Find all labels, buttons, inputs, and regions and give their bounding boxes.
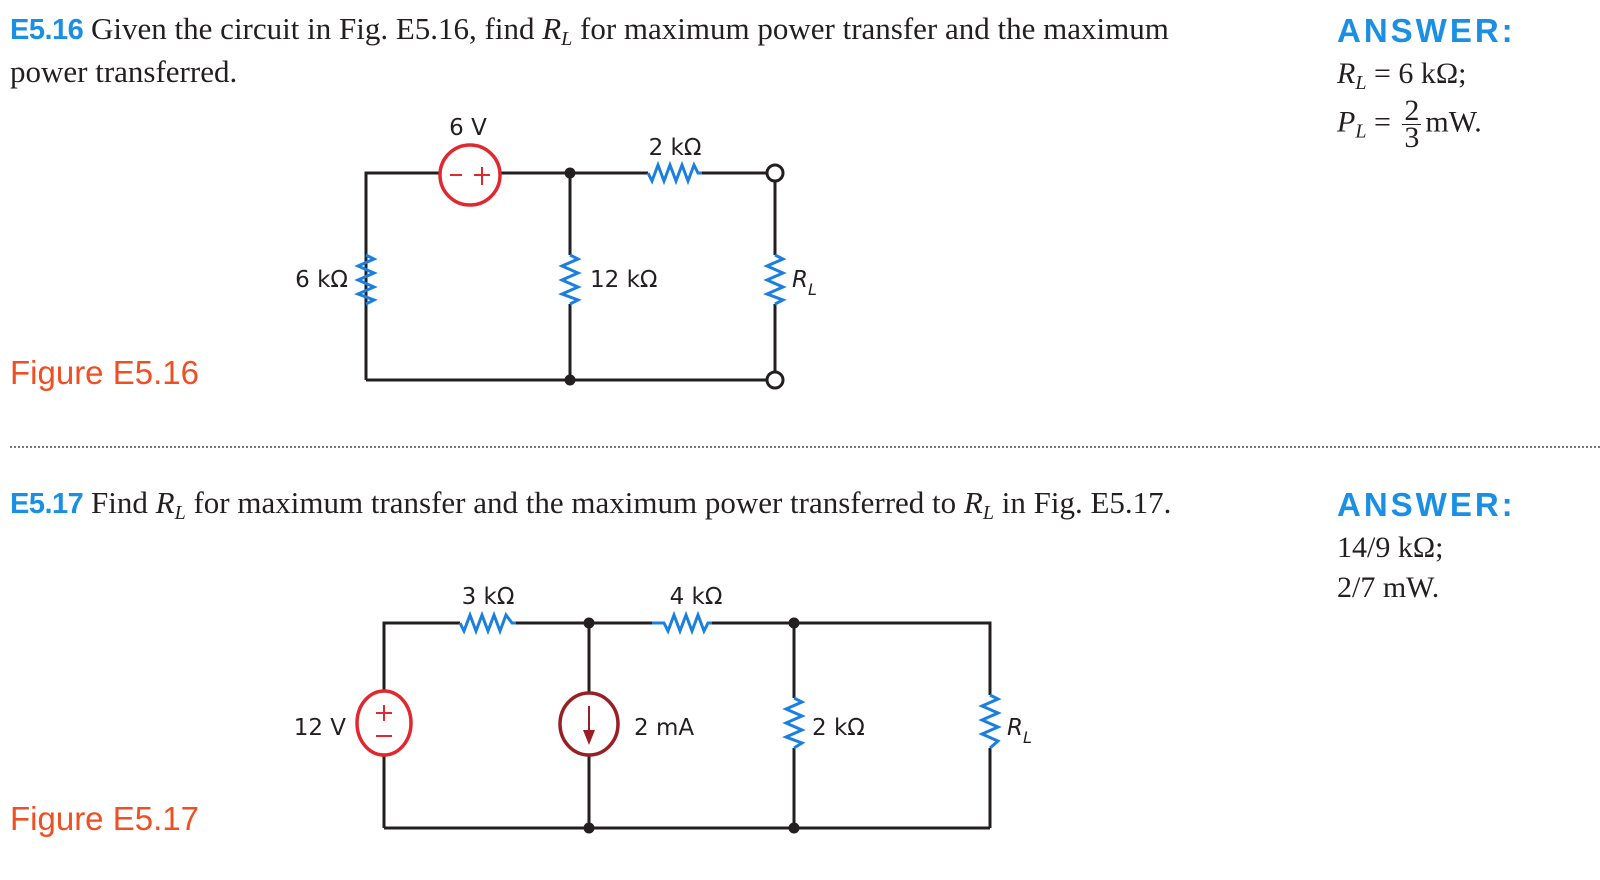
- label-rl: RL: [1007, 715, 1032, 747]
- answer-rl: 14/9 kΩ;: [1337, 531, 1444, 564]
- circuit-e5-17: 3 kΩ 4 kΩ 12 V 2 mA 2 kΩ RL: [294, 584, 1032, 834]
- statement-text: Find: [83, 485, 156, 520]
- answer-var-sub: L: [1355, 120, 1367, 143]
- rl-sub: L: [808, 280, 817, 299]
- node-dot: [564, 374, 576, 386]
- answer-heading: ANSWER:: [1337, 12, 1516, 49]
- answer-var: P: [1337, 105, 1356, 139]
- label-2k: 2 kΩ: [812, 715, 865, 741]
- label-12k: 12 kΩ: [590, 267, 657, 293]
- rl-var: R: [792, 267, 808, 293]
- answer-value: = 6 kΩ;: [1366, 57, 1467, 90]
- answer-eq: =: [1366, 105, 1399, 139]
- label-rl: RL: [792, 267, 817, 299]
- label-6v: 6 V: [449, 115, 487, 141]
- circuit-e5-16: 6 V 2 kΩ 6 kΩ 12 kΩ RL: [295, 115, 817, 390]
- node-dot: [583, 617, 595, 629]
- statement-text: for maximum transfer and the maximum pow…: [185, 485, 964, 520]
- label-4k: 4 kΩ: [670, 584, 723, 610]
- figure-label-e5-17: Figure E5.17: [10, 800, 199, 837]
- answer-unit: mW.: [1425, 105, 1482, 139]
- label-6k: 6 kΩ: [295, 267, 348, 293]
- wires: [382, 621, 992, 830]
- label-3k: 3 kΩ: [462, 584, 515, 610]
- problem-number: E5.17: [10, 488, 84, 520]
- problem-number: E5.16: [10, 14, 84, 46]
- voltage-source-6v: [438, 143, 502, 207]
- label-12v: 12 V: [294, 715, 347, 741]
- variable-r: R: [963, 485, 983, 520]
- node-dot: [583, 822, 595, 834]
- statement-text: in Fig. E5.17.: [993, 485, 1172, 520]
- variable-r: R: [542, 11, 562, 46]
- resistor-rl: [978, 693, 1002, 750]
- answer-heading: ANSWER:: [1337, 486, 1516, 523]
- answer-var-sub: L: [1355, 72, 1367, 94]
- arrow-down-icon: [583, 730, 595, 745]
- answer-var: R: [1337, 57, 1356, 90]
- resistor-2k: [782, 696, 806, 750]
- resistor-rl: [763, 253, 787, 306]
- label-2ma: 2 mA: [634, 715, 694, 741]
- variable-r: R: [155, 485, 175, 520]
- terminal-top[interactable]: [765, 163, 785, 183]
- section-divider: [10, 446, 1600, 448]
- statement-text: for maximum power transfer and the maxim…: [572, 11, 1169, 46]
- voltage-source-12v: [355, 689, 413, 757]
- resistor-4k: [652, 610, 712, 636]
- resistor-3k: [458, 610, 516, 636]
- figure-label-e5-16: Figure E5.16: [10, 354, 199, 391]
- variable-subscript: L: [174, 502, 186, 524]
- node-dot: [788, 617, 800, 629]
- rl-sub: L: [1023, 728, 1032, 747]
- statement-text: Given the circuit in Fig. E5.16, find: [83, 11, 543, 46]
- variable-subscript: L: [982, 502, 994, 524]
- resistor-6k: [354, 253, 378, 306]
- node-dot: [788, 822, 800, 834]
- problem-e5-16-statement: E5.16 Given the circuit in Fig. E5.16, f…: [10, 8, 1290, 93]
- resistor-12k: [558, 253, 582, 306]
- fraction-numerator: 2: [1402, 94, 1422, 127]
- variable-subscript: L: [561, 28, 573, 50]
- answer-rl: RL = 6 kΩ;: [1337, 54, 1467, 94]
- problem-e5-17-statement: E5.17 Find RL for maximum transfer and t…: [10, 482, 1290, 525]
- answer-pl: 2/7 mW.: [1337, 571, 1440, 604]
- rl-var: R: [1007, 715, 1023, 741]
- terminal-bottom[interactable]: [765, 370, 785, 390]
- node-dot: [564, 167, 576, 179]
- label-2k: 2 kΩ: [649, 135, 702, 161]
- statement-text-line2: power transferred.: [10, 54, 238, 89]
- resistor-2k: [646, 160, 702, 186]
- current-source-2ma: [558, 691, 620, 757]
- fraction-denominator: 3: [1404, 121, 1420, 154]
